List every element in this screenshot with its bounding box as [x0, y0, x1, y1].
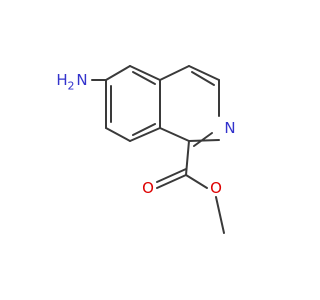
amino-h-subscript: 2: [68, 80, 75, 93]
bonds-group: [91, 65, 225, 234]
ester-o-label: O: [210, 179, 222, 197]
molecule-structure: H 2 N N O O: [56, 65, 236, 234]
bond-c1-c8a: [159, 127, 190, 142]
amino-n-label: N: [76, 71, 87, 89]
bond-c1-carbonyl: [185, 140, 190, 176]
bond-n2-c1-double: [193, 132, 213, 147]
bond-c4-c3: [188, 65, 220, 81]
amino-h-label: H: [56, 71, 67, 89]
bond-carbonyl-o-double: [156, 168, 187, 183]
bond-carbonyl-o: [156, 174, 187, 189]
bond-c5-c4a: [129, 65, 161, 81]
bond-c4-c3-double: [191, 71, 215, 86]
bond-c5-c4a-double: [132, 71, 156, 85]
bond-c4a-c4: [159, 65, 190, 81]
bond-c6-c5: [105, 65, 131, 81]
bond-c8-c8a-double: [132, 123, 156, 136]
bond-c8-c7: [105, 127, 131, 142]
ring-n-label: N: [224, 119, 235, 137]
bond-n2-c1: [188, 139, 220, 142]
bond-c8a-c8: [129, 127, 161, 142]
bond-carbonyl-ester-o: [185, 174, 208, 189]
carbonyl-o-label: O: [142, 179, 154, 197]
atom-labels-group: H 2 N N O O: [56, 71, 235, 197]
bond-ester-o-methyl: [215, 196, 225, 234]
